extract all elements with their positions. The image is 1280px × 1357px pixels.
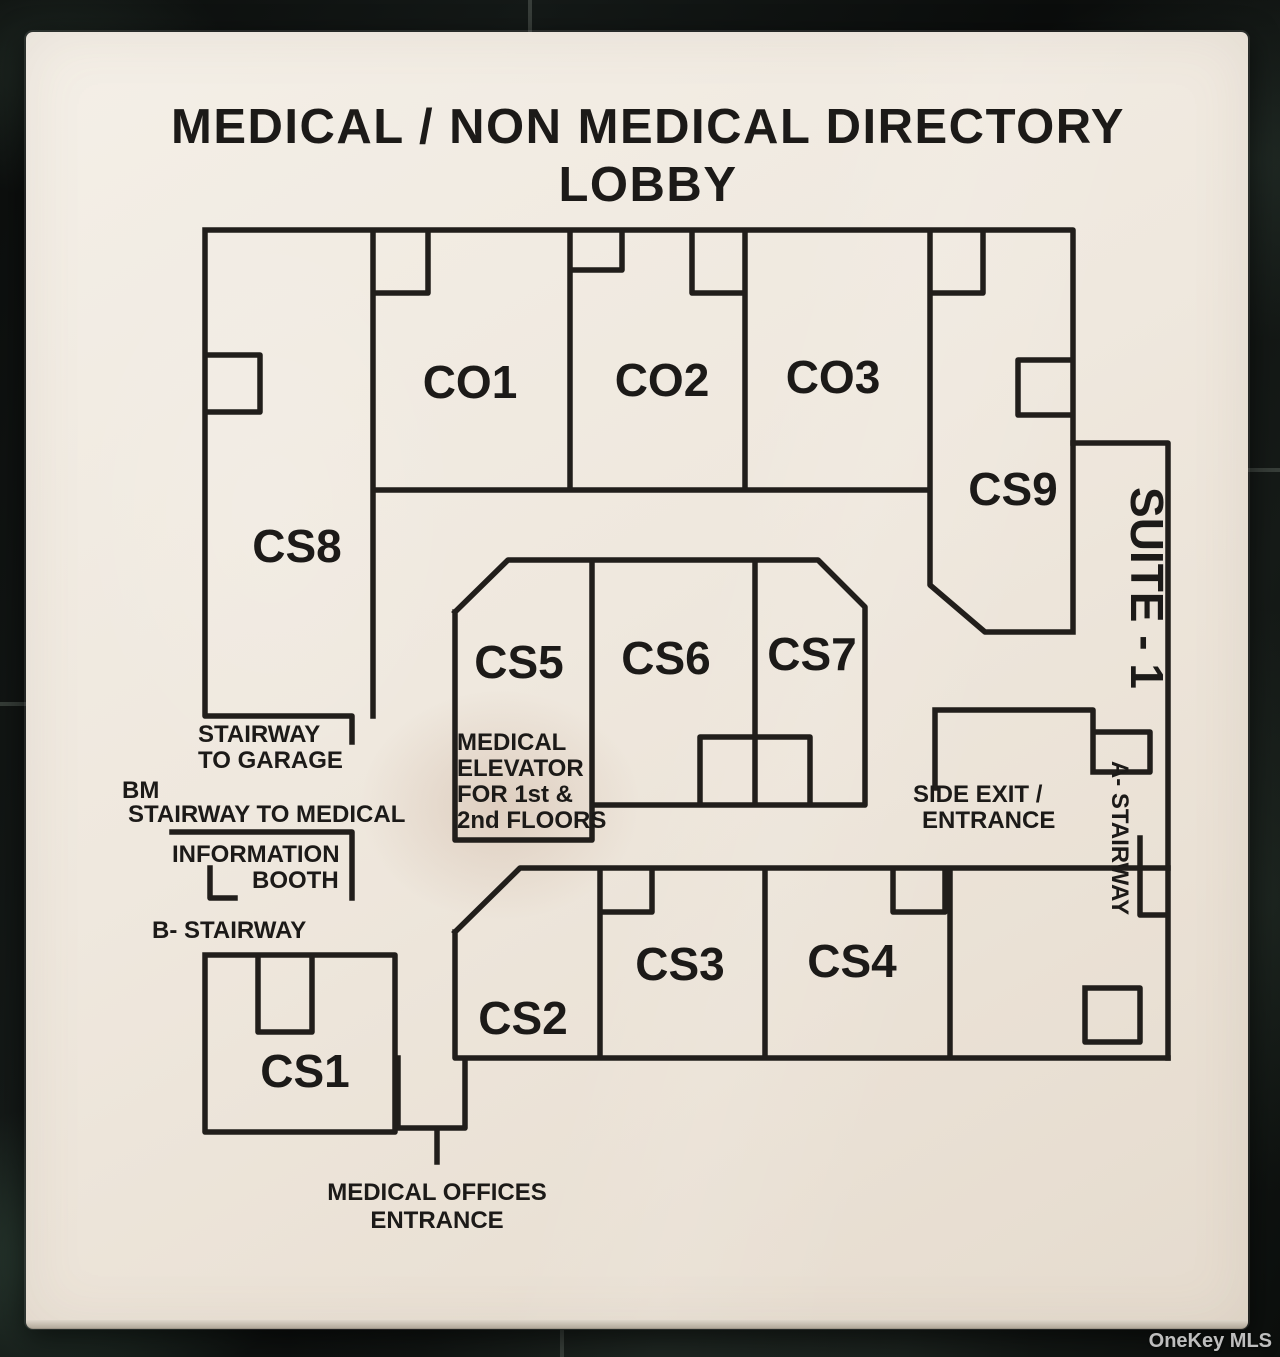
walls-bottom-cluster <box>395 865 1171 1165</box>
room-label-co3: CO3 <box>786 351 881 403</box>
room-label-cs8: CS8 <box>252 520 341 572</box>
room-label-cs3: CS3 <box>635 938 724 990</box>
room-label-co2: CO2 <box>615 354 710 406</box>
walls-right-corridor <box>932 440 1171 1061</box>
tile-grout <box>560 1330 564 1357</box>
annotation-stairway-to-medical: STAIRWAY TO MEDICAL <box>128 801 405 828</box>
room-label-cs5: CS5 <box>474 636 563 688</box>
annotation-information: INFORMATION <box>172 841 340 868</box>
walls-middle-cluster <box>451 557 868 843</box>
annotation-a-stairway: A- STAIRWAY <box>1106 761 1133 915</box>
annotation-elevator-line2: ELEVATOR <box>457 755 584 782</box>
annotation-medical-offices-line1: MEDICAL OFFICES <box>327 1179 547 1206</box>
room-label-cs1: CS1 <box>260 1045 349 1097</box>
watermark: OneKey MLS <box>1148 1330 1272 1352</box>
room-label-cs6: CS6 <box>621 632 710 684</box>
directory-sign-panel <box>26 32 1248 1328</box>
annotation-bm: BM <box>122 777 159 804</box>
walls-information-booth-bracket <box>169 829 355 901</box>
sign-title-line1: MEDICAL / NON MEDICAL DIRECTORY <box>171 100 1125 154</box>
walls-top-block <box>202 227 1076 745</box>
annotation-elevator-line4: 2nd FLOORS <box>457 807 606 834</box>
sign-bottom-edge <box>26 1320 1248 1329</box>
tile-grout <box>528 0 532 34</box>
room-label-cs2: CS2 <box>478 992 567 1044</box>
annotation-medical-offices-line2: ENTRANCE <box>370 1207 503 1234</box>
annotation-side-exit-line2: ENTRANCE <box>922 807 1055 834</box>
annotation-elevator-line1: MEDICAL <box>457 729 566 756</box>
annotation-elevator-line3: FOR 1st & <box>457 781 573 808</box>
room-label-cs7: CS7 <box>767 628 856 680</box>
room-label-suite-1: SUITE - 1 <box>1121 487 1173 689</box>
annotation-booth: BOOTH <box>252 867 339 894</box>
tile-grout <box>0 702 28 706</box>
annotation-stairway-to-garage-line2: TO GARAGE <box>198 747 343 774</box>
annotation-b-stairway: B- STAIRWAY <box>152 917 306 944</box>
annotation-side-exit-line1: SIDE EXIT / <box>913 781 1043 808</box>
room-label-cs9: CS9 <box>968 463 1057 515</box>
sign-title-line2: LOBBY <box>559 158 738 212</box>
walls-cs1 <box>202 952 398 1135</box>
tile-grout <box>1248 468 1280 472</box>
room-label-cs4: CS4 <box>807 935 897 987</box>
annotation-stairway-to-garage-line1: STAIRWAY <box>198 721 320 748</box>
room-label-co1: CO1 <box>423 356 518 408</box>
